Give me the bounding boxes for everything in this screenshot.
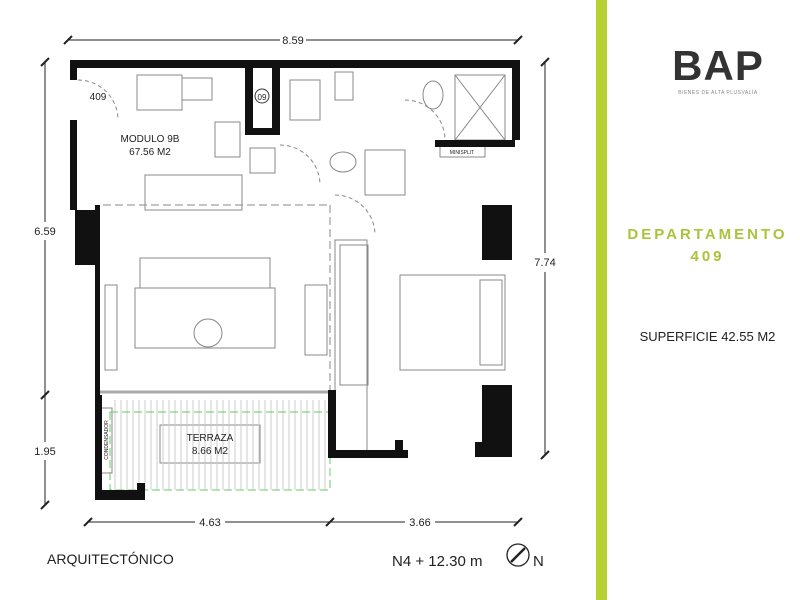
terrace-area: 8.66 M2 — [192, 446, 229, 457]
unit-number: 409 — [90, 92, 107, 103]
minisplit-label: MINISPLIT — [450, 150, 474, 156]
condenser-label: CONDENSADOR — [104, 420, 110, 460]
apartment-number: 409 — [690, 248, 725, 265]
logo-tagline: BIENES DE ALTA PLUSVALÍA — [678, 90, 758, 96]
shaft-label: 09 — [258, 93, 267, 102]
stairs — [334, 149, 406, 456]
module-name: MODULO 9B — [121, 134, 180, 145]
drawing-type: ARQUITECTÓNICO — [47, 551, 174, 567]
dim-bottom-left: 4.63 — [199, 517, 220, 529]
brand-logo: BAP BIENES DE ALTA PLUSVALÍA — [668, 42, 768, 97]
module-area: 67.56 M2 — [129, 147, 171, 158]
dimension-lines — [40, 35, 550, 527]
walls — [70, 60, 520, 500]
furniture — [77, 71, 506, 474]
terrace-deck — [114, 400, 326, 490]
dim-left-lower: 1.95 — [34, 446, 55, 458]
logo-text: BAP — [672, 42, 764, 89]
accent-bar — [596, 0, 607, 600]
floor-plan: 8.59 6.59 1.95 7.74 4.63 3.66 — [34, 35, 556, 567]
terrace-name: TERRAZA — [187, 433, 234, 444]
dim-top: 8.59 — [282, 35, 303, 47]
apartment-title: DEPARTAMENTO — [627, 226, 788, 243]
level-label: N4 + 12.30 m — [392, 553, 483, 570]
dim-right: 7.74 — [534, 257, 555, 269]
dim-bottom-right: 3.66 — [409, 517, 430, 529]
north-label: N — [533, 553, 544, 570]
north-arrow-icon — [506, 543, 530, 567]
surface-area: SUPERFICIE 42.55 M2 — [639, 329, 776, 344]
shaft-marker — [254, 88, 270, 104]
dim-left-upper: 6.59 — [34, 226, 55, 238]
